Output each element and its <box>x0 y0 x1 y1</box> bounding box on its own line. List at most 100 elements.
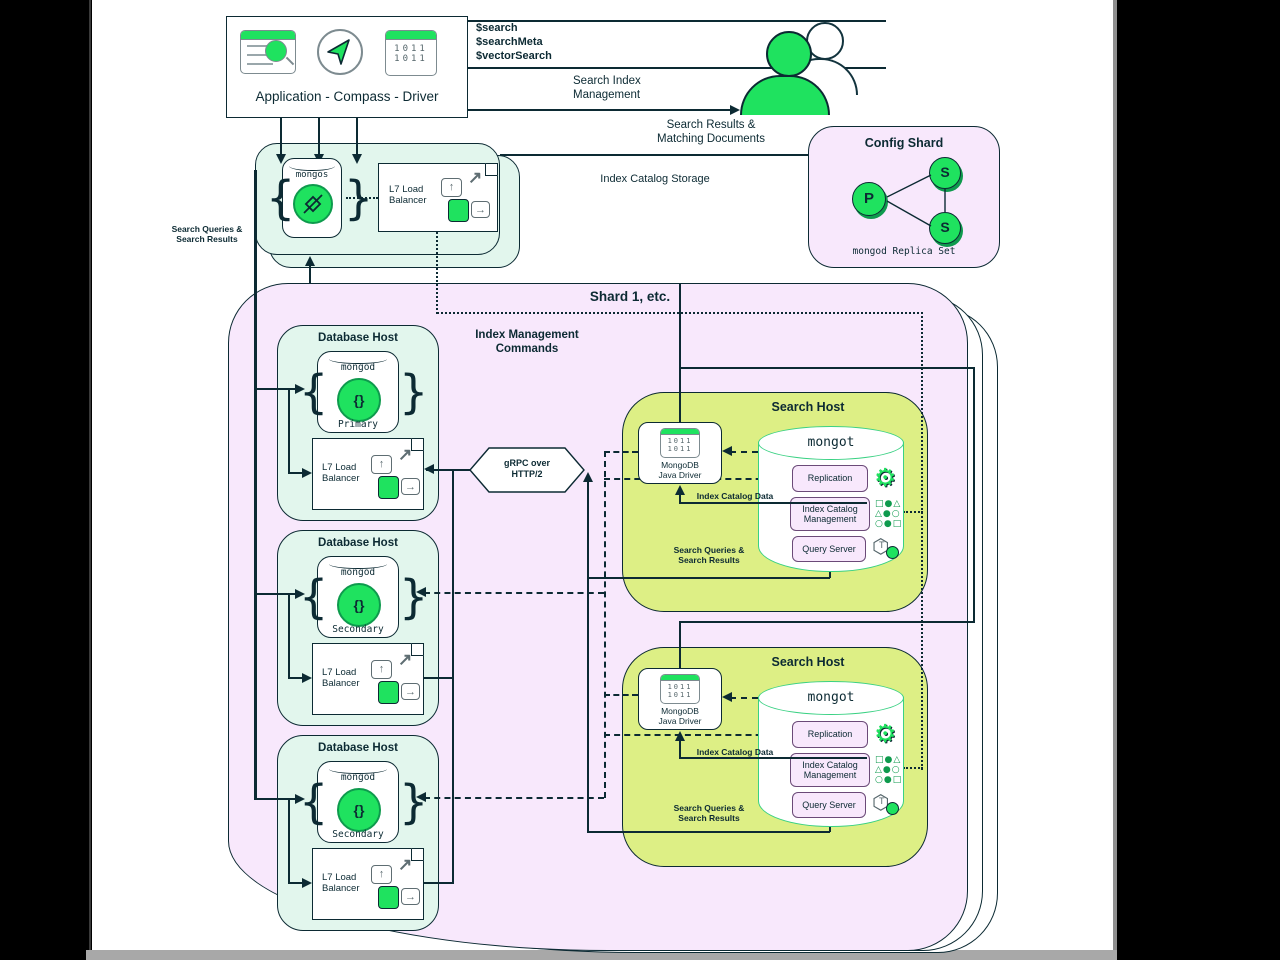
dh3-lb-arrow <box>302 878 312 888</box>
binary-data-icon: 1011 1011 <box>385 30 437 76</box>
mongot1-jd1-dash <box>730 451 758 453</box>
binary-icon-header <box>661 675 699 681</box>
repl-jd1-stub <box>604 451 638 453</box>
brace-left: { <box>299 365 329 419</box>
search-queries-label-left: Search Queries &Search Results <box>171 224 243 245</box>
icd-arrow <box>675 485 685 495</box>
repl-bus <box>604 451 606 798</box>
mongod-unit: mongod {} Primary <box>317 351 399 433</box>
compass-icon <box>317 29 363 75</box>
brace-left: { <box>299 775 329 829</box>
search-queries-label: Search Queries &Search Results <box>673 803 745 824</box>
brace-left: { <box>299 570 329 624</box>
mongos-brace-left: { <box>266 171 296 225</box>
flow-sim-line <box>468 67 886 69</box>
db-host-3-content: Database Host mongod {} Secondary { } L7… <box>277 735 439 931</box>
imc-icm2-stub <box>903 767 923 769</box>
query-trunk <box>254 170 257 800</box>
flow-srmd-arrow <box>730 105 740 115</box>
green-node-box <box>378 886 399 909</box>
magnifier-handle <box>285 56 295 66</box>
mongot2-jd2-arrow <box>722 692 732 702</box>
imc-icm1-stub <box>903 511 923 513</box>
repl-dh3-line <box>424 797 604 799</box>
mongod-label: mongod <box>340 772 376 783</box>
query-server-icon: ⬡ T <box>872 790 904 820</box>
repl-jd2-stub <box>604 694 638 696</box>
binary-icon-header <box>386 31 436 40</box>
dh2-branch <box>255 593 297 596</box>
application-title: Application - Compass - Driver <box>255 89 439 104</box>
right-arrow-box: → <box>401 888 420 905</box>
repl-dh2-line <box>424 592 604 594</box>
brace-right: } <box>399 570 429 624</box>
left-margin-line <box>89 0 91 950</box>
ops-label-searchmeta: $searchMeta <box>476 36 543 48</box>
browser-icon-line3 <box>247 54 267 56</box>
flow-srmd-line <box>468 109 732 111</box>
role-label: Secondary <box>332 624 384 635</box>
binary-row: 1011 <box>394 44 428 54</box>
mongos-brace-right: } <box>344 171 374 225</box>
right-arrow-box: → <box>401 683 420 700</box>
up-arrow-box: ↑ <box>371 455 392 474</box>
imgmt-v2 <box>973 367 976 623</box>
secondary-node-2: S <box>929 212 961 244</box>
repl-dh2-arrow <box>416 587 426 597</box>
db-host-2-content: Database Host mongod {} Secondary { } L7… <box>277 530 439 726</box>
green-node-box <box>378 476 399 499</box>
db-host-title: Database Host <box>318 537 398 549</box>
mongos-icon <box>293 184 333 224</box>
db-host-title: Database Host <box>318 742 398 754</box>
mongot1-jd1-arrow <box>722 446 732 456</box>
browser-icon-lines <box>247 45 273 65</box>
icd-arrow <box>675 731 685 741</box>
hex-riser-arrow <box>583 472 593 482</box>
app-mongos-line3 <box>356 118 358 156</box>
binary-row: 1011 <box>394 54 428 64</box>
load-balancer-icon: ↑ ↗ → <box>371 855 421 911</box>
dh2-arrow <box>295 589 305 599</box>
green-node-box <box>378 681 399 704</box>
application-box: 1011 1011 Application - Compass - Driver <box>226 16 468 118</box>
db-host-title: Database Host <box>318 332 398 344</box>
app-mongos-arrow3 <box>352 154 362 164</box>
lb1-hex-line <box>426 469 470 472</box>
search-host-title: Search Host <box>771 400 845 414</box>
lb1-hex-arrow <box>424 464 434 474</box>
query-server-module: Query Server <box>792 792 866 818</box>
brace-right: } <box>399 775 429 829</box>
binary-data-icon: 1011 1011 <box>660 674 700 704</box>
imc-dot-v1 <box>436 232 438 314</box>
ics-line <box>500 154 834 157</box>
binary-row: 1011 <box>667 683 693 691</box>
dh3-arrow <box>295 794 305 804</box>
mongod-label: mongod <box>340 567 376 578</box>
gear-icon: ⚙ <box>874 720 897 748</box>
mongod-unit-arc <box>329 354 387 364</box>
load-balancer-icon: ↑ ↗ → <box>441 168 491 224</box>
up-arrow-box: ↑ <box>441 178 462 197</box>
primary-node: P <box>852 182 886 216</box>
right-margin-line <box>1113 0 1117 960</box>
diagonal-arrow <box>441 170 446 190</box>
lb2-bus-line <box>424 677 454 680</box>
mongot-label: mongot <box>807 435 855 450</box>
index-catalog-data-label: Index Catalog Data <box>696 747 774 757</box>
mongos-unit-arc <box>289 161 335 171</box>
right-arrow-box: → <box>401 478 420 495</box>
imc-dot-h <box>437 312 923 314</box>
dh1-drop <box>288 388 291 474</box>
gear-icon: ⚙ <box>874 464 897 492</box>
magnifier-dot <box>886 546 899 559</box>
magnifier-icon <box>265 40 287 62</box>
